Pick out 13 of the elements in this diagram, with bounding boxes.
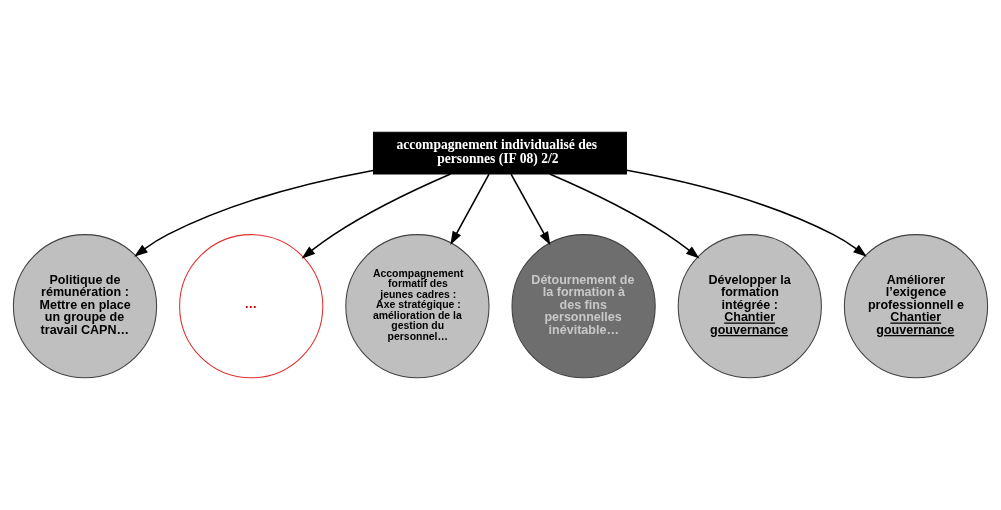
node-circle: Politique de rémunération : Mettre en place un groupe de travail CAPN…: [12, 234, 158, 379]
arrow: [510, 173, 551, 246]
arrow: [450, 173, 490, 245]
node-box: accompagnement individualisé des personnes (IF 08) 2/2: [372, 131, 627, 175]
node-circle: Accompagnement formatif des jeunes cadres : Axe stratégique : amélioration de la gestion du personnel…: [345, 234, 490, 379]
node-circle: Améliorer l’exigence professionnell e Chantier gouvernance: [843, 234, 989, 379]
arrow: [548, 173, 700, 259]
node-circle: Développer la formation intégrée : Chantier gouvernance: [677, 234, 822, 379]
node-circle: …: [179, 234, 324, 379]
arrow: [626, 169, 867, 257]
arrow: [301, 173, 452, 259]
node-circle: Détournement de la formation à des fins personnelles inévitable…: [511, 234, 656, 379]
arrow: [134, 169, 374, 257]
